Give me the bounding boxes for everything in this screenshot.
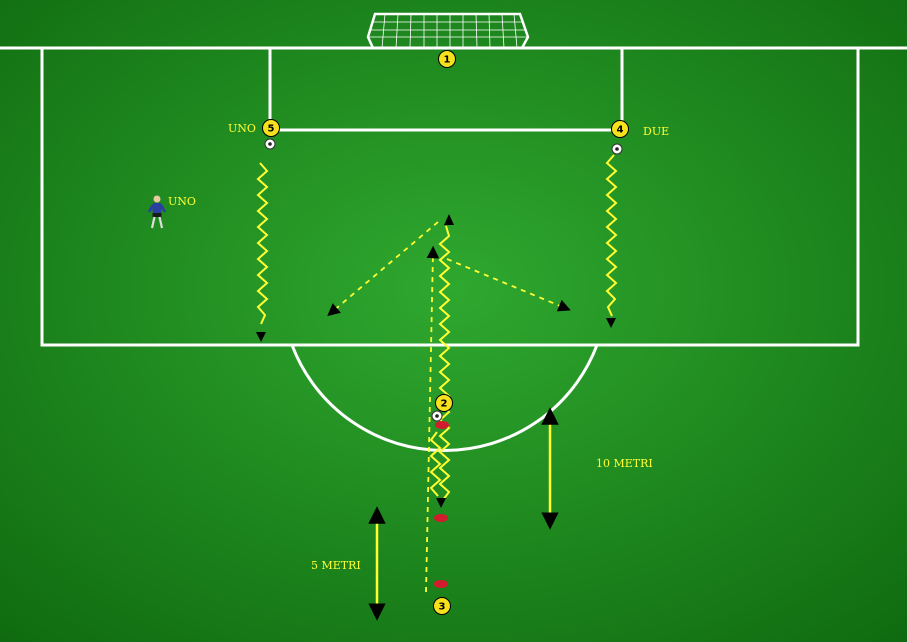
badge-3: 3 bbox=[433, 597, 451, 615]
balls bbox=[264, 138, 623, 422]
arrowhead-right bbox=[606, 318, 616, 328]
cone-marker-icon bbox=[434, 514, 448, 522]
soccer-ball-icon bbox=[431, 410, 443, 422]
label-uno-player: UNO bbox=[168, 195, 196, 208]
cones bbox=[434, 421, 449, 588]
dribble-arrowheads bbox=[256, 214, 616, 508]
soccer-ball-icon bbox=[264, 138, 276, 150]
badge-1: 1 bbox=[438, 50, 456, 68]
label-due: DUE bbox=[643, 125, 669, 138]
penalty-area bbox=[40, 48, 860, 347]
dribble-path-left bbox=[256, 162, 269, 325]
arrowhead-center-down bbox=[436, 498, 446, 508]
distance-arrows bbox=[368, 407, 559, 621]
pass-line-diagonal-left bbox=[327, 221, 439, 317]
dribble-path-right bbox=[605, 154, 618, 317]
arrowhead-center-up bbox=[444, 214, 454, 225]
cone-marker-icon bbox=[434, 580, 448, 588]
label-uno-top: UNO bbox=[228, 122, 256, 135]
label-ten-metri: 10 METRI bbox=[596, 457, 653, 470]
goal-area bbox=[268, 48, 624, 132]
cone-marker-icon bbox=[435, 421, 449, 429]
svg-text:5: 5 bbox=[268, 124, 275, 135]
pass-line-vertical bbox=[425, 245, 440, 593]
svg-text:3: 3 bbox=[439, 602, 446, 613]
player-figure-icon bbox=[147, 195, 167, 229]
badge-2: 2 bbox=[435, 394, 453, 412]
svg-text:1: 1 bbox=[444, 55, 451, 66]
text-labels: UNO DUE UNO 10 METRI 5 METRI bbox=[168, 122, 669, 572]
pass-lines bbox=[327, 221, 571, 593]
arrowhead-left bbox=[256, 332, 266, 342]
penalty-arc bbox=[290, 344, 599, 452]
soccer-ball-icon bbox=[611, 143, 623, 155]
pass-line-diagonal-right bbox=[446, 258, 571, 312]
badge-5: 5 bbox=[262, 119, 280, 137]
dribble-paths bbox=[256, 154, 618, 501]
svg-text:2: 2 bbox=[441, 399, 448, 410]
label-five-metri: 5 METRI bbox=[311, 559, 361, 572]
dribble-path-center-long bbox=[438, 225, 451, 501]
svg-text:4: 4 bbox=[617, 125, 624, 136]
position-badges: 1 2 3 4 5 bbox=[262, 50, 629, 615]
goal-net-icon bbox=[366, 12, 530, 50]
badge-4: 4 bbox=[611, 120, 629, 138]
dribble-path-center-short bbox=[429, 431, 442, 497]
